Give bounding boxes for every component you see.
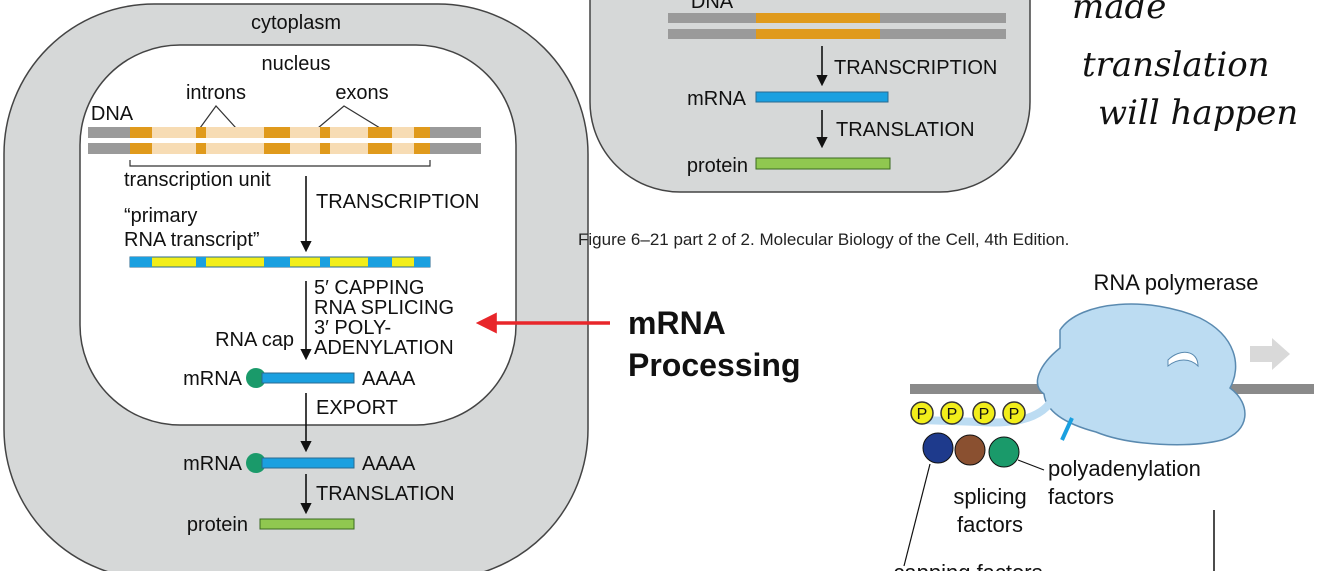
polymerase-panel: RNA polymerase P P P P polyadenylation f… bbox=[893, 270, 1314, 571]
capping-factor-circle bbox=[922, 432, 954, 464]
factors-label: factors bbox=[1048, 484, 1114, 509]
top-transcription-label: TRANSCRIPTION bbox=[834, 57, 997, 79]
mrna-label-cytoplasm: mRNA bbox=[183, 453, 243, 475]
export-label: EXPORT bbox=[316, 397, 398, 419]
top-translation-label: TRANSLATION bbox=[836, 119, 975, 141]
top-panel: DNA TRANSCRIPTION mRNA TRANSLATION prote… bbox=[589, 0, 1031, 193]
phosphate-label-1: P bbox=[917, 406, 928, 423]
capping-label: 5′ CAPPING bbox=[314, 277, 424, 299]
direction-arrow-icon bbox=[1250, 338, 1290, 370]
mrna-bar-cytoplasm bbox=[261, 457, 355, 469]
dna-strands bbox=[88, 127, 481, 154]
introns-pointer bbox=[199, 105, 237, 129]
primary-label-2: RNA transcript” bbox=[124, 229, 260, 251]
top-protein-bar bbox=[755, 157, 891, 170]
capping-factors-label: capping factors bbox=[893, 560, 1042, 571]
poly-label: 3′ POLY- bbox=[314, 317, 391, 339]
top-dna-label: DNA bbox=[691, 0, 734, 13]
callout-line-2: Processing bbox=[628, 347, 801, 383]
rna-cap-icon-cytoplasm bbox=[246, 453, 266, 473]
top-mrna-label: mRNA bbox=[687, 88, 747, 110]
polymerase-cleft bbox=[1167, 351, 1199, 368]
splicing-factors-label: factors bbox=[957, 512, 1023, 537]
protein-label: protein bbox=[187, 514, 248, 536]
protein-bar bbox=[259, 518, 355, 530]
primary-label-1: “primary bbox=[124, 205, 197, 227]
left-panel: cytoplasm nucleus introns exons DNA tran… bbox=[3, 3, 589, 571]
splicing-label: splicing bbox=[953, 484, 1026, 509]
phosphate-groups: P P P P bbox=[910, 401, 1026, 425]
figure-caption: Figure 6–21 part 2 of 2. Molecular Biolo… bbox=[578, 230, 1069, 249]
transcription-unit-bracket bbox=[129, 160, 431, 167]
top-dna-strands bbox=[668, 13, 1006, 39]
rna-polymerase-label: RNA polymerase bbox=[1093, 270, 1258, 295]
handwriting-line-3: will happen bbox=[1098, 93, 1298, 133]
exons-pointer bbox=[317, 105, 381, 129]
phosphate-label-3: P bbox=[979, 406, 990, 423]
phosphate-label-4: P bbox=[1009, 406, 1020, 423]
exons-label: exons bbox=[335, 82, 388, 104]
adenylation-label: ADENYLATION bbox=[314, 337, 454, 359]
mrna-processing-callout: mRNA Processing bbox=[475, 305, 801, 383]
splicing-factor-circle bbox=[954, 434, 986, 466]
introns-label: introns bbox=[186, 82, 246, 104]
transcription-unit-label: transcription unit bbox=[124, 169, 271, 191]
cytoplasm-label: cytoplasm bbox=[251, 12, 341, 34]
transcription-label: TRANSCRIPTION bbox=[316, 191, 479, 213]
phosphate-label-2: P bbox=[947, 406, 958, 423]
aaaa-label-nucleus: AAAA bbox=[362, 368, 416, 390]
handwriting-line-1: made bbox=[1072, 0, 1166, 27]
callout-line-1: mRNA bbox=[628, 305, 726, 341]
handwriting-line-2: translation bbox=[1082, 45, 1270, 85]
polyadenylation-factor-circle bbox=[988, 436, 1020, 468]
handwritten-note: made translation will happen bbox=[1072, 0, 1298, 133]
top-protein-label: protein bbox=[687, 155, 748, 177]
mrna-label-nucleus: mRNA bbox=[183, 368, 243, 390]
polyadenylation-pointer bbox=[1017, 459, 1045, 471]
primary-rna-transcript bbox=[129, 256, 431, 268]
polyadenylation-label: polyadenylation bbox=[1048, 456, 1201, 481]
capping-pointer bbox=[903, 463, 931, 567]
aaaa-label-cytoplasm: AAAA bbox=[362, 453, 416, 475]
top-mrna-bar bbox=[755, 91, 889, 103]
rna-cap-icon bbox=[246, 368, 266, 388]
rna-cap-label: RNA cap bbox=[215, 329, 294, 351]
dna-label: DNA bbox=[91, 103, 134, 125]
splicing-label: RNA SPLICING bbox=[314, 297, 454, 319]
rna-polymerase-shape bbox=[1036, 303, 1246, 446]
translation-label: TRANSLATION bbox=[316, 483, 455, 505]
nascent-rna bbox=[1060, 417, 1074, 441]
nucleus-label: nucleus bbox=[262, 53, 331, 75]
nucleus-shape bbox=[79, 44, 517, 426]
mrna-bar-nucleus bbox=[261, 372, 355, 384]
